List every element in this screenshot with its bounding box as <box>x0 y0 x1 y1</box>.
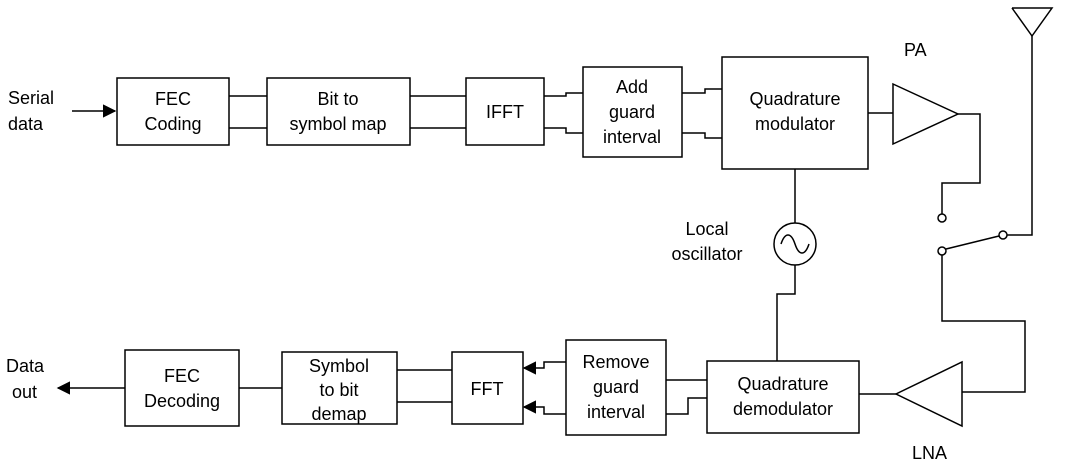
lna-amplifier <box>894 360 963 428</box>
serial-data-label-line2: data <box>8 114 44 134</box>
add-guard-label-line2: guard <box>609 102 655 122</box>
data-out-label-line1: Data <box>6 356 45 376</box>
wire-lo-to-demod <box>776 265 796 361</box>
wire-ifft-to-guard-1 <box>544 92 583 97</box>
switch-pivot-contact <box>998 230 1008 240</box>
remove-guard-label-line2: guard <box>593 377 639 397</box>
symbol-to-bit-label-line1: Symbol <box>309 356 369 376</box>
fec-decoding-block <box>124 349 240 427</box>
symbol-to-bit-label-line3: demap <box>311 404 366 424</box>
lna-label: LNA <box>912 443 947 463</box>
pa-label: PA <box>904 40 927 60</box>
sine-wave-icon <box>780 234 810 254</box>
ifft-label: IFFT <box>486 102 524 122</box>
fft-block <box>451 351 524 425</box>
add-guard-label-line3: interval <box>603 127 661 147</box>
quad-demod-label-line1: Quadrature <box>737 374 828 394</box>
quad-mod-label-line2: modulator <box>755 114 835 134</box>
fec-decoding-label-line1: FEC <box>164 366 200 386</box>
serial-data-label-line1: Serial <box>8 88 54 108</box>
fec-coding-label-line2: Coding <box>144 114 201 134</box>
data-out-label-line2: out <box>12 382 37 402</box>
wire-demod-to-remove-2 <box>666 397 707 415</box>
antenna-symbol <box>1011 7 1054 38</box>
bit-to-symbol-map-block <box>266 77 411 146</box>
bit-to-symbol-label-line1: Bit to <box>317 89 358 109</box>
ifft-block <box>465 77 545 146</box>
quadrature-demodulator-block <box>706 360 860 434</box>
symbol-to-bit-demap-block <box>281 351 398 425</box>
switch-arm <box>945 235 1000 250</box>
bit-to-symbol-label-line2: symbol map <box>289 114 386 134</box>
pa-amplifier <box>892 82 960 146</box>
quad-mod-label-line1: Quadrature <box>749 89 840 109</box>
wire-pa-to-switch <box>941 113 981 214</box>
remove-guard-label-line1: Remove <box>582 352 649 372</box>
add-guard-interval-block <box>582 66 683 158</box>
symbol-to-bit-label-line2: to bit <box>319 380 358 400</box>
remove-guard-interval-block <box>565 339 667 436</box>
fft-label: FFT <box>471 379 504 399</box>
switch-tx-contact <box>937 213 947 223</box>
quadrature-modulator-block <box>721 56 869 170</box>
fec-decoding-label-line2: Decoding <box>144 391 220 411</box>
fec-coding-block <box>116 77 230 146</box>
quad-demod-label-line2: demodulator <box>733 399 833 419</box>
local-osc-label-line2: oscillator <box>671 244 742 264</box>
switch-rx-contact <box>937 246 947 256</box>
local-osc-label-line1: Local <box>685 219 728 239</box>
wire-switch-to-lna <box>941 255 1026 393</box>
remove-guard-label-line3: interval <box>587 402 645 422</box>
wire-ifft-to-guard-2 <box>544 127 583 134</box>
add-guard-label-line1: Add <box>616 77 648 97</box>
arrow-remove-to-fft-2 <box>522 400 566 415</box>
wire-guard-to-mod-1 <box>682 88 722 94</box>
arrow-remove-to-fft-1 <box>522 361 566 375</box>
wire-guard-to-mod-2 <box>682 132 722 139</box>
fec-coding-label-line1: FEC <box>155 89 191 109</box>
wire-antenna-feed <box>1007 36 1033 236</box>
